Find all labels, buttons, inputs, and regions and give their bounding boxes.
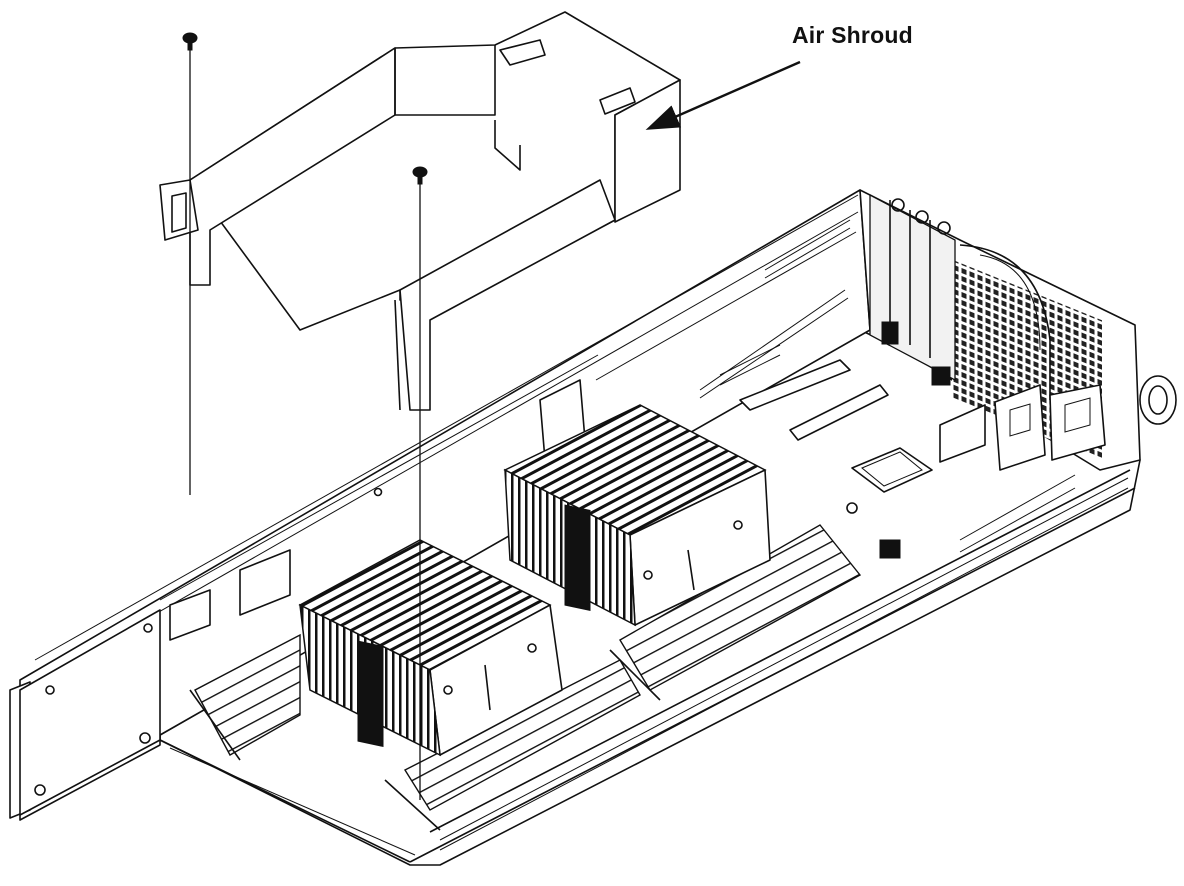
arrow-icon xyxy=(645,60,801,130)
motherboard-components xyxy=(169,219,1076,641)
screw-icon xyxy=(182,32,198,51)
air-shroud-label: Air Shroud xyxy=(792,22,913,48)
cpu-heatsink-1 xyxy=(298,539,563,757)
cpu-heatsink-2 xyxy=(503,404,771,627)
air-shroud xyxy=(159,11,681,411)
memory-dimm-banks xyxy=(189,524,862,831)
screw-icon xyxy=(412,166,428,185)
screw-left xyxy=(182,32,198,495)
screw-right xyxy=(412,166,428,800)
